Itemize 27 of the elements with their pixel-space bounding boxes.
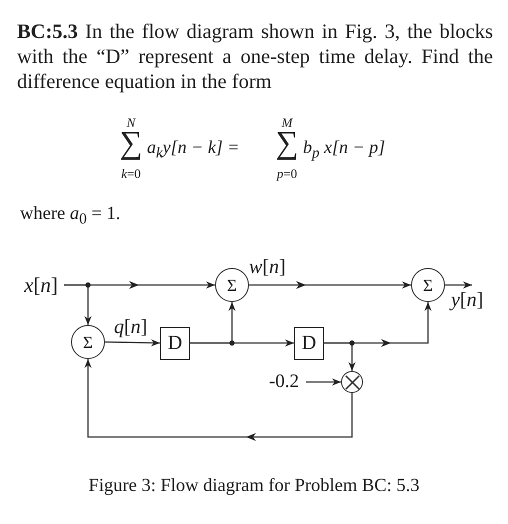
- equation-term: a$_{k}$y[n − k] =: [147, 137, 240, 163]
- edge-label: w[n]: [248, 256, 287, 278]
- summing-junction: [411, 268, 445, 302]
- delay-label: D: [302, 333, 316, 353]
- delay-label: D: [168, 333, 182, 353]
- equation-term: b$_{p}$ x[n − p]: [303, 137, 386, 163]
- sigma-symbol: Σ: [423, 276, 433, 294]
- summing-junction: [215, 268, 249, 302]
- multiplier-symbol: [341, 371, 363, 393]
- summing-junction: [71, 325, 105, 359]
- condition-text: where a$_{0}$ = 1.: [20, 203, 120, 230]
- gain-label: -0.2: [262, 370, 306, 394]
- delay-block: [294, 326, 324, 360]
- edge-label: q[n]: [113, 316, 148, 338]
- summation-limit: N: [126, 116, 136, 129]
- problem-statement: BC:5.3 In the flow diagram shown in Fig. 3, the blocks with the “D” represent a one-step time delay. Find the difference equation in the form: [17, 20, 493, 95]
- summation-limit: M: [282, 116, 292, 129]
- signal-label: x[n]: [18, 272, 64, 298]
- sigma-symbol: Σ: [83, 334, 93, 350]
- summation-sign: ∑: [276, 126, 298, 158]
- sigma-symbol: Σ: [227, 276, 237, 294]
- summation-sign: ∑: [120, 126, 142, 158]
- delay-block: [160, 326, 190, 360]
- edge-label: y[n]: [450, 289, 484, 311]
- summation-limit: p=0: [276, 167, 298, 180]
- figure-caption: Figure 3: Flow diagram for Problem BC: 5.3: [88, 476, 420, 497]
- summation-limit: k=0: [121, 167, 141, 180]
